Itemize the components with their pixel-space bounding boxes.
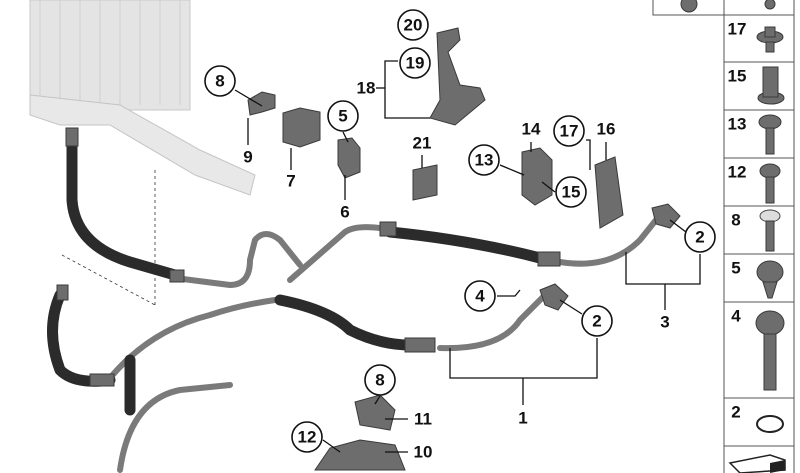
callout-5[interactable]: 5	[338, 107, 347, 126]
parts-cell-17-label: 17	[728, 20, 747, 39]
callout-10[interactable]: 10	[414, 443, 433, 462]
parts-cell-15-label: 15	[728, 67, 747, 86]
hex-flange-bolt-short-icon	[756, 26, 784, 53]
parts-cell-13[interactable]	[723, 109, 795, 159]
callout-19[interactable]: 19	[406, 54, 425, 73]
sleeve-nut-icon	[757, 66, 785, 105]
leader-lines	[234, 60, 701, 453]
parts-column: 17 15 13 12 8 5 4 2	[652, 0, 795, 473]
torx-bolt-icon	[759, 209, 781, 252]
callout-16[interactable]: 16	[597, 120, 616, 139]
parts-cell-5-label: 5	[731, 259, 740, 278]
radiator-illustration	[29, 0, 256, 196]
callout-2-upper[interactable]: 2	[695, 228, 704, 247]
hex-bolt-icon	[759, 163, 781, 204]
parts-cell-13-label: 13	[728, 115, 747, 134]
callout-17[interactable]: 17	[560, 122, 579, 141]
brackets-and-clips	[247, 27, 624, 471]
parts-cell-2-label: 2	[731, 403, 740, 422]
self-tapping-screw-icon	[756, 260, 784, 299]
guide-lines	[61, 170, 156, 306]
callout-13[interactable]: 13	[475, 151, 494, 170]
callout-15[interactable]: 15	[562, 183, 581, 202]
parts-cell-12[interactable]	[723, 157, 795, 207]
callout-3[interactable]: 3	[660, 313, 669, 332]
oil-cooler-lines	[47, 127, 681, 473]
callout-6[interactable]: 6	[340, 203, 349, 222]
callout-11[interactable]: 11	[414, 410, 432, 429]
parts-cell-12-label: 12	[728, 163, 747, 182]
hex-bolt-long-icon	[755, 310, 785, 391]
callout-1[interactable]: 1	[518, 409, 527, 428]
callout-2-lower[interactable]: 2	[592, 312, 601, 331]
callout-9[interactable]: 9	[243, 148, 252, 167]
callout-labels: 20 19 18 8 9 7 5 6 21 14 13 17 16 15 2 3…	[204, 9, 716, 462]
callout-8[interactable]: 8	[215, 72, 224, 91]
parts-cell-15[interactable]	[723, 61, 795, 111]
o-ring-icon	[756, 415, 784, 433]
callout-14[interactable]: 14	[522, 120, 541, 139]
callout-21[interactable]: 21	[413, 134, 432, 153]
parts-cell-4-label: 4	[731, 307, 741, 326]
callout-7[interactable]: 7	[286, 172, 295, 191]
hex-bolt-icon	[758, 114, 782, 155]
callout-4[interactable]: 4	[475, 287, 485, 306]
callout-20[interactable]: 20	[404, 16, 423, 35]
bracket-symbol-icon	[728, 454, 786, 473]
callout-18[interactable]: 18	[357, 79, 376, 98]
callout-8-lower[interactable]: 8	[375, 371, 384, 390]
parts-cell-8-label: 8	[731, 211, 740, 230]
parts-cell-top-partial	[723, 0, 795, 16]
callout-12[interactable]: 12	[298, 428, 317, 447]
